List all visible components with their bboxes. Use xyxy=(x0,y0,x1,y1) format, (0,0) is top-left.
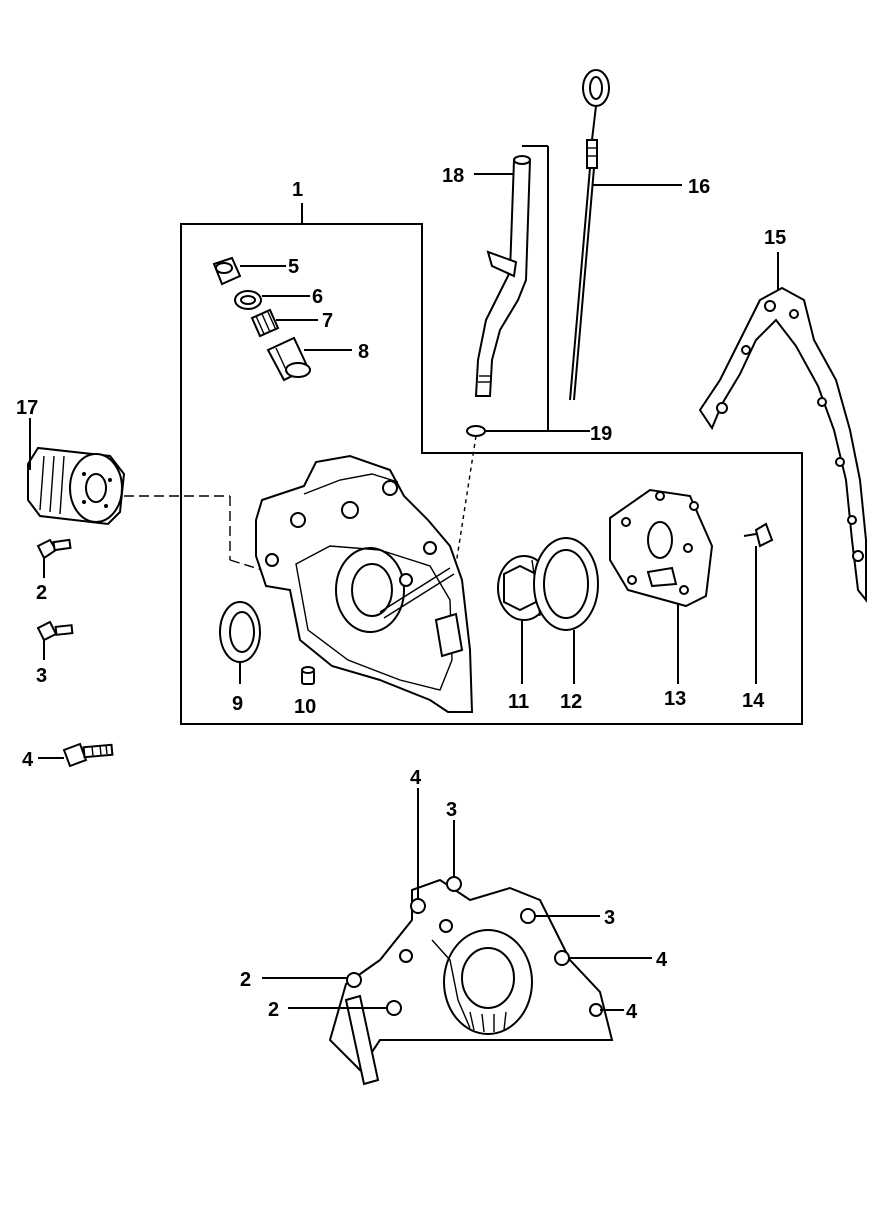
oil-pump-body xyxy=(255,454,474,713)
callout-1: 1 xyxy=(292,179,303,201)
pump-cover xyxy=(609,488,714,608)
assembly-callout-4-right-upper: 4 xyxy=(656,949,668,971)
oil-filter xyxy=(27,446,126,526)
assembly-callout-2-left-lower: 2 xyxy=(268,999,279,1021)
assembly-callout-3-top: 3 xyxy=(446,799,457,821)
oil-seal xyxy=(219,601,261,663)
dipstick xyxy=(569,69,610,401)
bolt-3 xyxy=(36,620,74,642)
callout-7: 7 xyxy=(322,310,333,332)
callout-2: 2 xyxy=(36,582,47,604)
callout-9: 9 xyxy=(232,693,243,715)
assembly-callout-3-right: 3 xyxy=(604,907,615,929)
callout-16: 16 xyxy=(688,176,710,198)
o-ring xyxy=(466,425,486,437)
assembly-callout-2-left-upper: 2 xyxy=(240,969,251,991)
callout-5: 5 xyxy=(288,256,299,278)
callout-10: 10 xyxy=(294,696,316,718)
callout-3: 3 xyxy=(36,665,47,687)
callout-14: 14 xyxy=(742,690,765,712)
callout-18: 18 xyxy=(442,165,464,187)
assembled-oil-pump xyxy=(328,876,614,1086)
gasket-washer xyxy=(234,290,262,310)
callout-4: 4 xyxy=(22,749,34,771)
callout-6: 6 xyxy=(312,286,323,308)
assembly-callout-4-top: 4 xyxy=(410,767,422,789)
oil-pump-gasket xyxy=(698,286,867,603)
bolt-4 xyxy=(62,742,114,768)
bolt-2 xyxy=(36,538,72,560)
group-box-outline xyxy=(180,223,803,725)
callout-19: 19 xyxy=(590,423,612,445)
callout-11: 11 xyxy=(508,691,529,713)
callout-13: 13 xyxy=(664,688,686,710)
relief-valve-piston xyxy=(266,336,311,382)
callout-8: 8 xyxy=(358,341,369,363)
dipstick-guide-tube xyxy=(474,155,532,397)
relief-valve-plug xyxy=(212,256,242,286)
driven-rotor xyxy=(533,537,599,631)
callout-12: 12 xyxy=(560,691,582,713)
callout-17: 17 xyxy=(16,397,38,419)
dowel-pin xyxy=(301,666,315,685)
relief-valve-spring xyxy=(250,308,280,338)
assembly-callout-4-right-lower: 4 xyxy=(626,1001,638,1023)
cover-screw xyxy=(743,522,774,548)
callout-15: 15 xyxy=(764,227,786,249)
